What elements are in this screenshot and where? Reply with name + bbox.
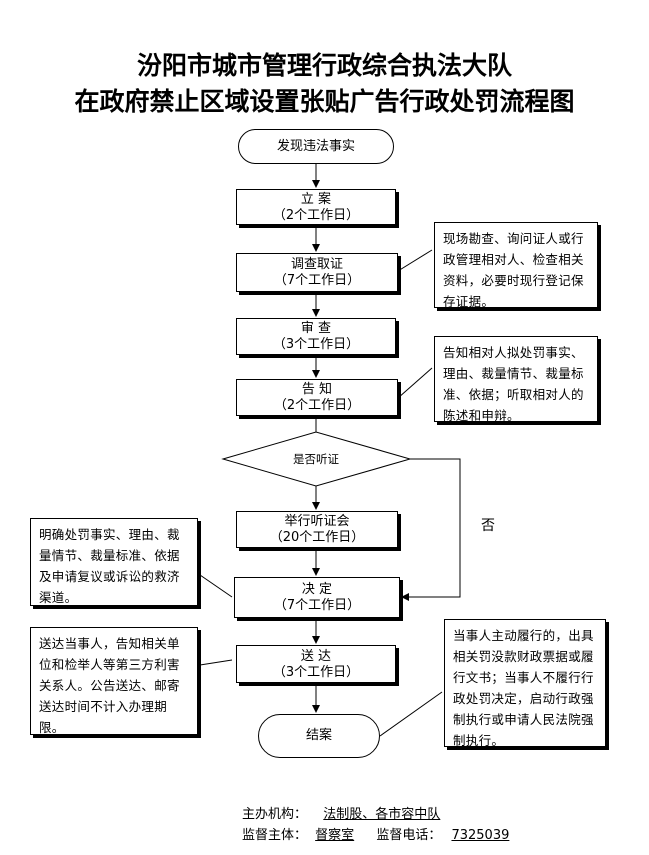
footer-host-value: 法制股、各市容中队 bbox=[323, 807, 441, 822]
step-lian: 立 案 （2个工作日） bbox=[236, 189, 396, 225]
note-end: 当事人主动履行的，出具相关罚没款财政票据或履行文书；当事人不履行行政处罚决定，启… bbox=[444, 619, 606, 748]
step-diaocha-name: 调查取证 bbox=[290, 257, 343, 272]
step-gaozhi-name: 告 知 bbox=[301, 382, 333, 397]
note-gaozhi: 告知相对人拟处罚事实、理由、裁量情节、裁量标准、依据；听取相对人的陈述和申辩。 bbox=[434, 336, 598, 423]
step-lian-days: （2个工作日） bbox=[272, 208, 360, 223]
note-link-jueding bbox=[199, 574, 233, 598]
note-link-diaocha bbox=[397, 249, 433, 272]
footer-phone-label: 监督电话： bbox=[376, 828, 442, 843]
step-jueding-name: 决 定 bbox=[301, 582, 333, 597]
start-node: 发现违法事实 bbox=[238, 129, 394, 164]
end-node: 结案 bbox=[258, 714, 380, 758]
step-shencha-name: 审 查 bbox=[300, 321, 332, 336]
start-node-label: 发现违法事实 bbox=[276, 138, 355, 154]
step-gaozhi-days: （2个工作日） bbox=[273, 398, 361, 413]
step-shencha: 审 查 （3个工作日） bbox=[236, 318, 396, 355]
step-songda: 送 达 （3个工作日） bbox=[236, 645, 396, 683]
end-node-label: 结案 bbox=[305, 728, 332, 743]
step-lian-name: 立 案 bbox=[300, 192, 332, 207]
footer-phone-value: 7325039 bbox=[451, 828, 510, 843]
step-songda-name: 送 达 bbox=[300, 649, 332, 664]
decision-label: 是否听证 bbox=[268, 451, 364, 469]
step-songda-days: （3个工作日） bbox=[272, 665, 360, 680]
step-jueding: 决 定 （7个工作日） bbox=[234, 577, 400, 618]
note-link-songda bbox=[199, 659, 233, 666]
step-diaocha-days: （7个工作日） bbox=[273, 273, 361, 288]
note-songda: 送达当事人，告知相关单位和检举人等第三方利害关系人。公告送达、邮寄送达时间不计入… bbox=[30, 627, 198, 735]
step-tingzheng-name: 举行听证会 bbox=[284, 514, 350, 529]
step-tingzheng: 举行听证会 （20个工作日） bbox=[236, 511, 398, 548]
decision-diamond bbox=[221, 431, 412, 487]
footer-supervisor-value: 督察室 bbox=[315, 828, 355, 843]
note-diaocha: 现场勘查、询问证人或行政管理相对人、检查相关资料，必要时现行登记保存证据。 bbox=[434, 222, 598, 309]
arrow-no-branch bbox=[401, 458, 461, 601]
title-line-2: 在政府禁止区域设置张贴广告行政处罚流程图 bbox=[74, 87, 575, 116]
footer-supervisor-row: 监督主体： 督察室 监督电话： 7325039 bbox=[242, 824, 521, 843]
note-jueding: 明确处罚事实、理由、裁量情节、裁量标准、依据及申请复议或诉讼的救济渠道。 bbox=[30, 518, 198, 606]
step-shencha-days: （3个工作日） bbox=[272, 337, 360, 352]
step-diaocha: 调查取证 （7个工作日） bbox=[236, 253, 398, 292]
step-jueding-days: （7个工作日） bbox=[273, 598, 361, 613]
step-tingzheng-days: （20个工作日） bbox=[269, 530, 365, 545]
decision-label-text: 是否听证 bbox=[293, 452, 339, 466]
footer-host-row: 主办机构： 法制股、各市容中队 bbox=[242, 803, 543, 822]
note-link-end bbox=[379, 691, 443, 737]
title-line-1: 汾阳市城市管理行政综合执法大队 bbox=[136, 51, 512, 80]
note-link-gaozhi bbox=[397, 367, 433, 399]
footer-supervisor-label: 监督主体： bbox=[242, 828, 308, 843]
step-gaozhi: 告 知 （2个工作日） bbox=[236, 379, 398, 416]
footer-host-label: 主办机构： bbox=[242, 807, 308, 822]
branch-no-label: 否 bbox=[481, 518, 495, 534]
